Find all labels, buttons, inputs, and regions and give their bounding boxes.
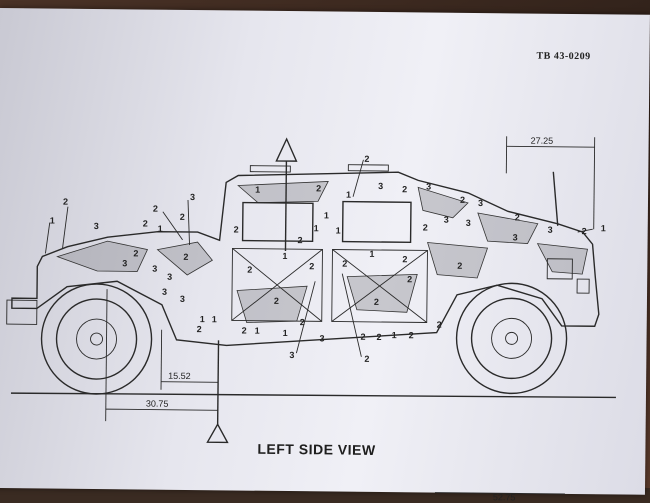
zone-label: 1 [158, 224, 163, 234]
zone-label: 2 [457, 261, 462, 271]
zone-label: 1 [392, 330, 397, 340]
zone-label: 1 [283, 328, 288, 338]
ground-line [11, 391, 616, 399]
zone-label: 2 [423, 222, 428, 232]
zone-label: 1 [282, 251, 287, 261]
zone-label: 2 [242, 326, 247, 336]
camo-patch [478, 213, 538, 244]
zone-label: 2 [515, 212, 520, 222]
camo-patch [238, 181, 328, 204]
dim-line [161, 382, 218, 383]
zone-label: 1 [50, 216, 55, 226]
zone-label: 2 [180, 212, 185, 222]
reference-line [285, 161, 286, 251]
zone-label: 1 [346, 190, 351, 200]
zone-label: 1 [369, 249, 374, 259]
zone-label: 2 [364, 154, 369, 164]
zone-label: 3 [548, 225, 553, 235]
zone-label: 2 [197, 324, 202, 334]
zone-label: 1 [314, 223, 319, 233]
leader-line [62, 207, 67, 249]
leader-line [188, 200, 190, 245]
zone-label: 2 [143, 219, 148, 229]
top-reference-marker [276, 139, 296, 161]
dim-extension [161, 330, 162, 390]
zone-label: 3 [162, 287, 167, 297]
zone-label: 2 [361, 332, 366, 342]
zone-label: 3 [378, 181, 383, 191]
document-page: TB 43-0209 LEFT SIDE VIEW [0, 8, 650, 495]
zone-label: 3 [94, 221, 99, 231]
zone-label: 2 [153, 204, 158, 214]
roof-rail [348, 165, 388, 171]
zone-label: 2 [183, 252, 188, 262]
zone-label: 2 [247, 265, 252, 275]
zone-label: 2 [133, 248, 138, 258]
zone-label: 2 [342, 259, 347, 269]
zone-label: 2 [582, 226, 587, 236]
reference-line [218, 340, 219, 425]
front-wheel [456, 283, 567, 394]
dim-extension [106, 289, 107, 421]
zone-label: 2 [402, 254, 407, 264]
zone-label: 1 [324, 210, 329, 220]
leader-line [45, 222, 49, 253]
zone-label: 3 [466, 218, 471, 228]
dim-line [106, 409, 218, 410]
zone-label: 2 [437, 320, 442, 330]
zone-label: 2 [402, 184, 407, 194]
headlight [577, 279, 589, 293]
zone-label: 3 [152, 264, 157, 274]
zone-label: 3 [478, 198, 483, 208]
zone-label: 3 [167, 272, 172, 282]
zone-label: 3 [190, 192, 195, 202]
dim-line [507, 146, 595, 147]
zone-label: 3 [426, 181, 431, 191]
zone-label: 2 [316, 183, 321, 193]
leader-line [353, 160, 363, 197]
zone-label: 2 [234, 224, 239, 234]
roof-rail [250, 166, 290, 172]
zone-label: 2 [374, 297, 379, 307]
dim-front-wheel-offset: 15.52 [168, 371, 191, 381]
dim-bottom-cutoff: 52.75 [493, 492, 516, 502]
camo-patch [237, 285, 307, 323]
zone-label: 1 [255, 326, 260, 336]
vehicle-diagram: 27.25 15.52 30.75 52.75 2 1 2 3 2 1 3 2 … [0, 8, 650, 503]
zone-label: 2 [274, 296, 279, 306]
bottom-reference-marker [207, 424, 227, 442]
dim-front-overall: 30.75 [146, 399, 169, 409]
zone-label: 3 [513, 232, 518, 242]
zone-label: 2 [63, 197, 68, 207]
rear-wheel [41, 283, 152, 394]
dim-top-right: 27.25 [531, 136, 554, 146]
zone-label: 2 [377, 332, 382, 342]
antenna [553, 172, 559, 226]
zone-label: 2 [460, 195, 465, 205]
front-door-window [343, 202, 411, 243]
zone-label: 2 [300, 317, 305, 327]
zone-label: 3 [320, 333, 325, 343]
zone-label: 3 [180, 294, 185, 304]
zone-label: 3 [289, 350, 294, 360]
zone-label: 1 [255, 185, 260, 195]
zone-label: 3 [444, 215, 449, 225]
zone-label: 2 [407, 274, 412, 284]
zone-label: 1 [212, 314, 217, 324]
zone-label: 2 [309, 261, 314, 271]
zone-label: 1 [601, 223, 606, 233]
zone-label: 2 [298, 235, 303, 245]
dim-extension [594, 137, 595, 229]
zone-label: 2 [364, 354, 369, 364]
zone-label: 1 [200, 314, 205, 324]
zone-label: 1 [336, 226, 341, 236]
zone-label: 2 [409, 330, 414, 340]
zone-label: 3 [122, 258, 127, 268]
